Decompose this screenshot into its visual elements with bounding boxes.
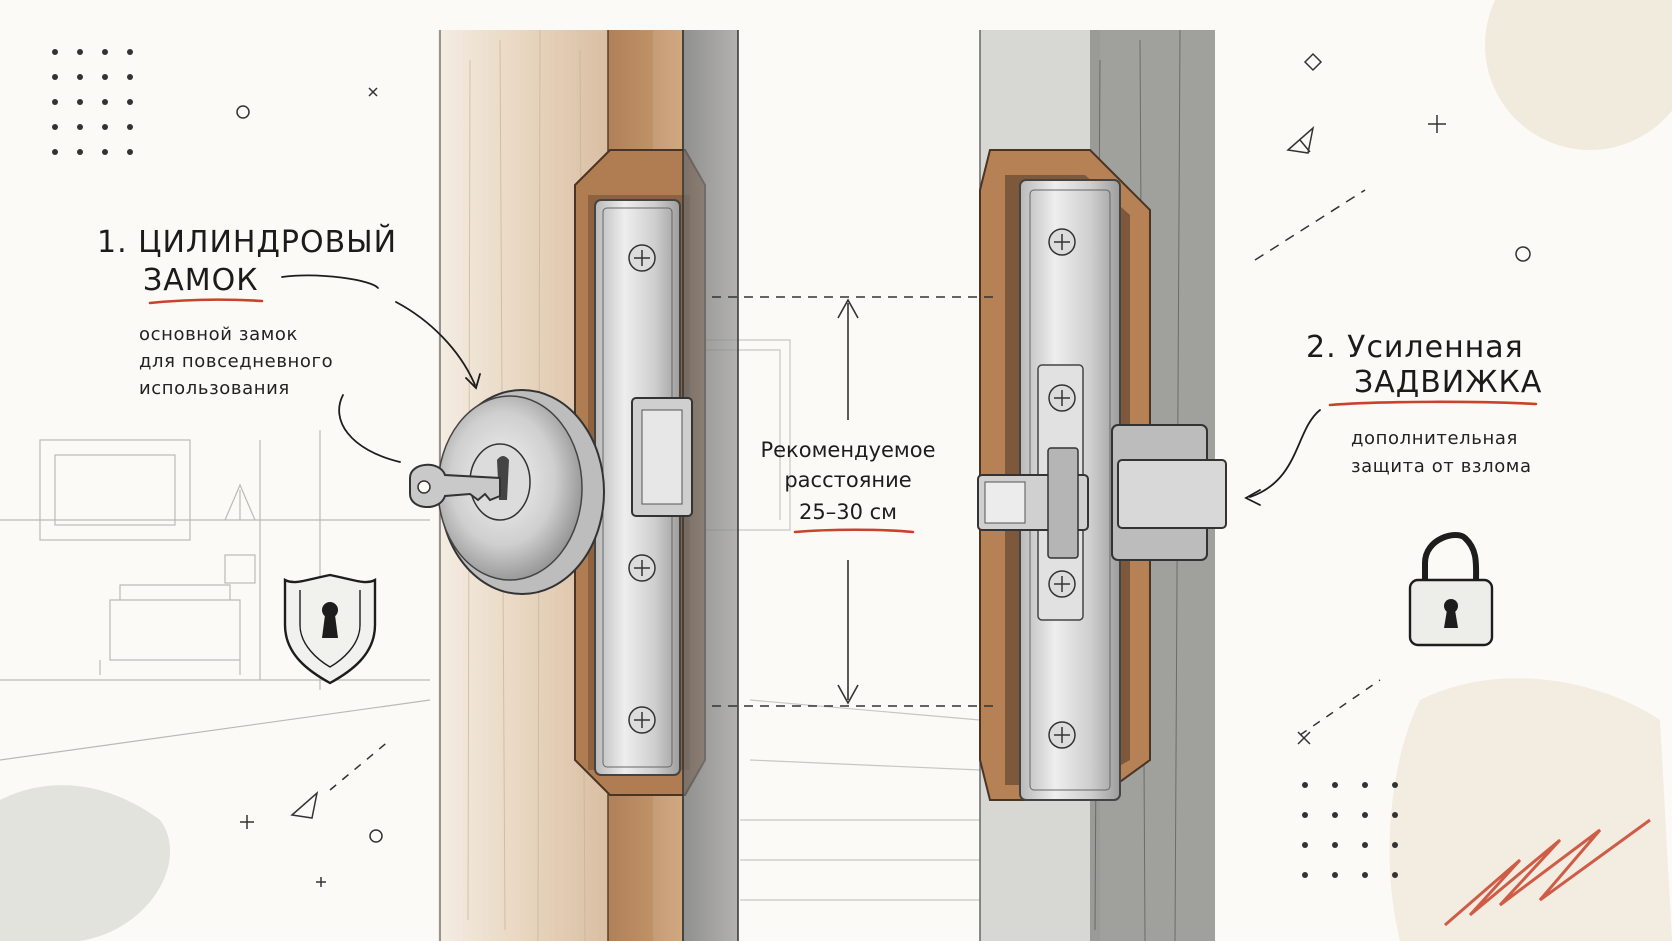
padlock-icon <box>1408 532 1494 647</box>
distance-label-line1: Рекомендуемое <box>760 438 936 462</box>
distance-value: 25–30 см <box>798 500 897 524</box>
cylinder-lock-desc-line2: для повседневного <box>139 351 334 372</box>
shield-keyhole-icon <box>283 573 377 685</box>
distance-label-line2: расстояние <box>784 468 912 492</box>
cylinder-lock <box>437 389 605 595</box>
key-icon <box>409 463 501 508</box>
deadbolt-title-line1: 2. Усиленная <box>1306 330 1524 365</box>
cylinder-lock-title-line1: 1. ЦИЛИНДРОВЫЙ <box>97 225 398 260</box>
accent-underlines <box>148 298 1538 534</box>
cylinder-lock-desc-line1: основной замок <box>139 324 298 345</box>
room-sketch <box>0 430 431 761</box>
sketch-marks <box>236 52 1531 887</box>
left-door <box>438 29 739 941</box>
deadbolt <box>977 424 1227 561</box>
callout-arrows <box>281 274 1321 506</box>
deadbolt-title-line2: ЗАДВИЖКА <box>1354 365 1543 400</box>
faceplate-screws <box>628 244 656 734</box>
dot-grid-bottom-right <box>1302 782 1398 878</box>
strike-screws <box>1048 228 1076 749</box>
dot-grid-top-left <box>52 49 133 155</box>
cylinder-lock-title-line2: ЗАМОК <box>143 263 259 298</box>
deadbolt-desc-line2: защита от взлома <box>1351 456 1532 477</box>
deadbolt-desc-line1: дополнительная <box>1351 428 1518 449</box>
cylinder-lock-desc-line3: использования <box>139 378 290 399</box>
distance-dimension <box>712 296 1000 707</box>
